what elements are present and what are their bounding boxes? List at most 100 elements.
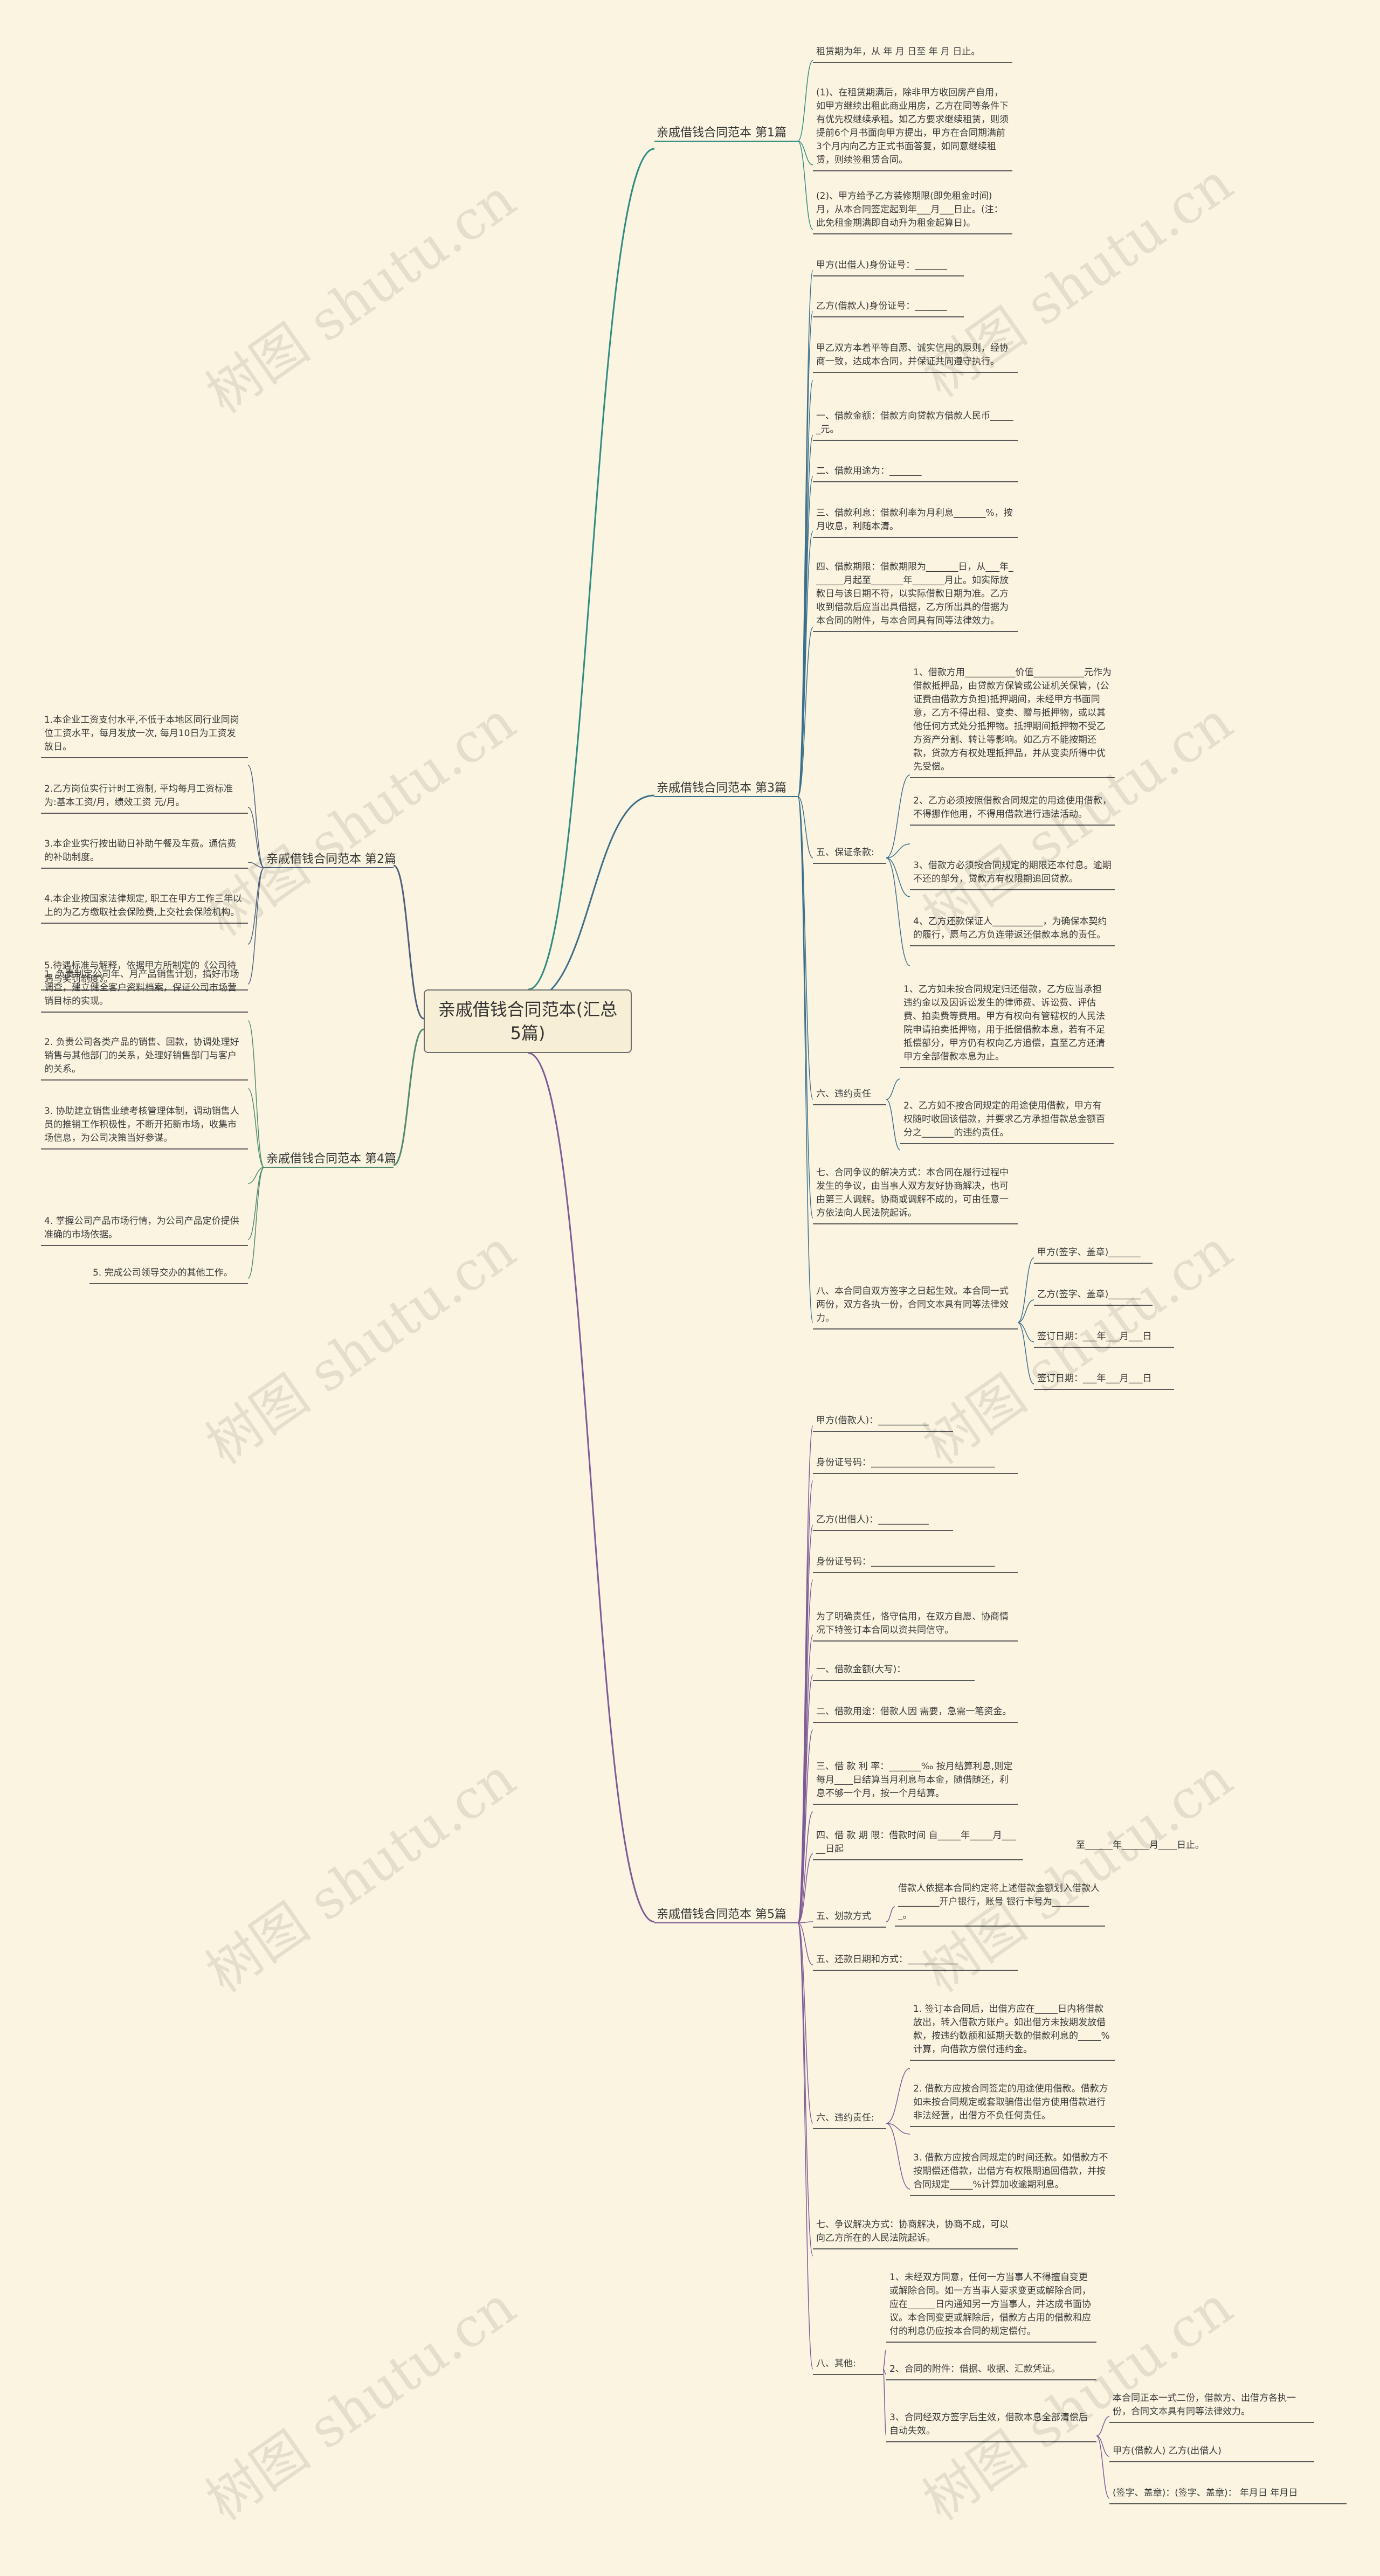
b5-leaf-1: 甲方(借款人)：___________ [813, 1412, 953, 1432]
b5-leaf-link-11 [797, 1922, 813, 2124]
b2-leaf-link-0 [247, 765, 265, 868]
b3-leaf-link-6 [797, 627, 813, 797]
b3-sign-2: 乙方(签字、盖章)_______ [1034, 1286, 1153, 1306]
b1-leaf-2: (1)、在租赁期满后，除非甲方收回房产自用，如甲方继续出租此商业用房，乙方在同等… [813, 84, 1012, 171]
b5-breach-1: 1. 签订本合同后，出借方应在_____日内将借款放出，转入借款方账户。如出借方… [910, 2000, 1115, 2061]
b3-leaf-link-1 [797, 311, 813, 797]
b3-leaf-4: 一、借款金额：借款方向贷款方借款人民币______元。 [813, 407, 1018, 441]
connector-b4 [393, 1028, 424, 1166]
branch-5[interactable]: 亲戚借钱合同范本 第5篇 [657, 1908, 786, 1921]
b5-repay: 五、还款日期和方式：___________ [813, 1951, 1018, 1971]
b5-breach-label: 六、违约责任: [813, 2109, 886, 2129]
branch-1[interactable]: 亲戚借钱合同范本 第1篇 [657, 126, 786, 140]
b1-leaf-1: 租赁期为年，从 年 月 日至 年 月 日止。 [813, 43, 1012, 63]
b5-sub-link-0 [1096, 2416, 1110, 2436]
b3-leaf-5: 二、借款用途为：_______ [813, 462, 1018, 482]
b5-other-link-0 [882, 2349, 887, 2370]
b2-leaf-3: 3.本企业实行按出勤日补助午餐及车费。通信费的补助制度。 [41, 835, 248, 869]
b5-leaf-link-12 [797, 1922, 813, 2256]
b5-other-label: 八、其他: [813, 2355, 883, 2375]
b5-leaf-7: 二、借款用途：借款人因 需要，急需一笔资金。 [813, 1703, 1018, 1723]
b3-guar-link-3 [886, 857, 910, 966]
b5-other-link-2 [882, 2369, 887, 2436]
b3-leaf-7: 四、借款期限：借款期限为_______日，从___年_______月起至____… [813, 558, 1018, 632]
connector-b2 [393, 864, 424, 1020]
connector-b3 [528, 794, 655, 1001]
b5-method-link-0 [886, 1906, 895, 1922]
b4-leaf-link-4 [247, 1167, 265, 1279]
b3-leaf-link-7 [797, 796, 813, 858]
b5-other-3: 3、合同经双方签字后生效，借款本息全部清偿后自动失效。 [886, 2409, 1096, 2442]
b5-leaf-5: 为了明确责任，恪守信用，在双方自愿、协商情况下特签订本合同以资共同信守。 [813, 1608, 1018, 1642]
b3-guar-link-2 [886, 857, 910, 897]
b5-dispute: 七、争议解决方式：协商解决，协商不成，可以向乙方所在的人民法院起诉。 [813, 2216, 1018, 2249]
b5-leaf-2: 身份证号码：___________________________ [813, 1454, 1018, 1474]
b3-effect: 八、本合同自双方签字之日起生效。本合同一式两份，双方各执一份，合同文本具有同等法… [813, 1283, 1018, 1329]
b3-sign-link-0 [1017, 1257, 1034, 1323]
b2-leaf-4: 4.本企业按国家法律规定, 职工在甲方工作三年以上的为乙方缴取社会保险费,上交社… [41, 890, 248, 924]
b3-breach-link-1 [886, 1099, 901, 1151]
b3-leaf-link-5 [797, 531, 813, 797]
b5-other-sub-3: (签字、盖章)：(签字、盖章)： 年月日 年月日 [1109, 2484, 1347, 2504]
b1-leaf-3: (2)、甲方给予乙方装修期限(即免租金时间)月，从本合同签定起到年___月___… [813, 188, 1012, 234]
b5-leaf-8: 三、借 款 利 率：_______‰ 按月结算利息,则定每月____日结算当月利… [813, 1758, 1018, 1805]
b3-leaf-link-9 [797, 796, 813, 1218]
b3-sign-link-3 [1017, 1322, 1034, 1384]
b3-dispute: 七、合同争议的解决方式：本合同在履行过程中发生的争议，由当事人双方友好协商解决，… [813, 1164, 1018, 1224]
b5-method-label: 五、划款方式 [813, 1908, 886, 1928]
b5-breach-3: 3. 借款方应按合同规定的时间还款。如借款方不按期偿还借款，出借方有权限期追回借… [910, 2149, 1115, 2196]
b4-leaf-link-2 [247, 1167, 265, 1184]
b5-leaf-link-10 [797, 1922, 813, 1965]
b3-leaf-link-8 [797, 796, 813, 1100]
b4-leaf-1: 1. 负责制定公司年、月产品销售计划，搞好市场调查，建立健全客户资料档案，保证公… [41, 966, 248, 1013]
branch-2[interactable]: 亲戚借钱合同范本 第2篇 [266, 853, 396, 866]
b4-leaf-4: 4. 掌握公司产品市场行情，为公司产品定价提供准确的市场依据。 [41, 1213, 248, 1246]
b5-leaf-link-8 [797, 1853, 813, 1923]
b5-leaf-9: 四、借 款 期 限：借款时间 自_____年_____月_____日起 [813, 1827, 1023, 1860]
b3-leaf-3: 甲乙双方本着平等自愿、诚实信用的原则，经协商一致，达成本合同，并保证共同遵守执行… [813, 340, 1018, 373]
b3-guarantee-label: 五、保证条款: [813, 844, 886, 864]
b3-guarantee-4: 4、乙方还款保证人___________，为确保本契约的履行，愿与乙方负连带返还… [910, 913, 1115, 946]
b3-guarantee-3: 3、借款方必须按合同规定的期限还本付息。逾期不还的部分，贷款方有权限期追回贷款。 [910, 857, 1115, 890]
b5-leaf-link-7 [797, 1811, 813, 1923]
b5-other-sub-2: 甲方(借款人) 乙方(出借人) [1109, 2442, 1314, 2462]
b4-leaf-link-3 [247, 1167, 265, 1240]
b5-sub-link-2 [1096, 2435, 1110, 2499]
b3-guarantee-2: 2、乙方必须按照借款合同规定的用途使用借款，不得挪作他用，不得用借款进行违法活动… [910, 792, 1115, 826]
b3-leaf-link-2 [797, 380, 813, 797]
b3-breach-link-0 [886, 1078, 901, 1100]
b2-leaf-link-4 [247, 867, 265, 985]
b3-sign-link-2 [1017, 1322, 1034, 1342]
b3-breach-label: 六、违约责任 [813, 1085, 886, 1105]
b3-sign-4: 签订日期：___年___月___日 [1034, 1370, 1174, 1390]
b5-breach-link-1 [886, 2123, 910, 2135]
b5-method-value: 借款人依据本合同约定将上述借款金额划入借款人_________开户银行，账号 银… [895, 1880, 1105, 1927]
b5-breach-link-0 [886, 2068, 910, 2124]
branch-3[interactable]: 亲戚借钱合同范本 第3篇 [657, 781, 786, 795]
b4-leaf-5: 5. 完成公司领导交办的其他工作。 [89, 1264, 248, 1284]
b4-leaf-3: 3. 协助建立销售业绩考核管理体制，调动销售人员的推销工作积极性，不断开拓新市场… [41, 1103, 248, 1149]
b5-leaf-link-6 [797, 1729, 813, 1923]
branch-4[interactable]: 亲戚借钱合同范本 第4篇 [266, 1152, 396, 1166]
b3-leaf-6: 三、借款利息：借款利率为月利息_______%，按月收息，利随本清。 [813, 504, 1018, 538]
b1-leaf-link-0 [797, 60, 813, 142]
b3-sign-link-1 [1017, 1299, 1034, 1323]
b4-leaf-link-0 [247, 1020, 265, 1168]
b3-guar-link-0 [886, 774, 910, 858]
b2-leaf-link-3 [247, 867, 265, 945]
b5-leaf-6: 一、借款金额(大写)： [813, 1661, 975, 1681]
b3-guarantee-1: 1、借款方用___________价值___________元作为借款抵押品，由… [910, 664, 1115, 778]
b1-leaf-link-1 [797, 141, 813, 165]
b5-other-sub-1: 本合同正本一式二份，借款方、出借方各执一份，合同文本具有同等法律效力。 [1109, 2390, 1314, 2423]
b2-leaf-link-2 [247, 862, 265, 868]
b5-other-1: 1、未经双方同意，任何一方当事人不得擅自变更或解除合同。如一方当事人要求变更或解… [886, 2269, 1096, 2343]
b3-guar-link-1 [886, 843, 910, 858]
b5-leaf-3: 乙方(出借人)：___________ [813, 1511, 953, 1531]
b5-other-2: 2、合同的附件：借据、收据、汇款凭证。 [886, 2360, 1096, 2380]
b5-leaf-link-9 [797, 1921, 813, 1923]
central-topic[interactable]: 亲戚借钱合同范本(汇总5篇) [424, 989, 632, 1053]
connector-b1 [528, 148, 655, 991]
b2-leaf-2: 2.乙方岗位实行计时工资制, 平均每月工资标准为:基本工资/月，绩效工资 元/月… [41, 780, 248, 814]
b5-leaf-4: 身份证号码：___________________________ [813, 1553, 1018, 1573]
